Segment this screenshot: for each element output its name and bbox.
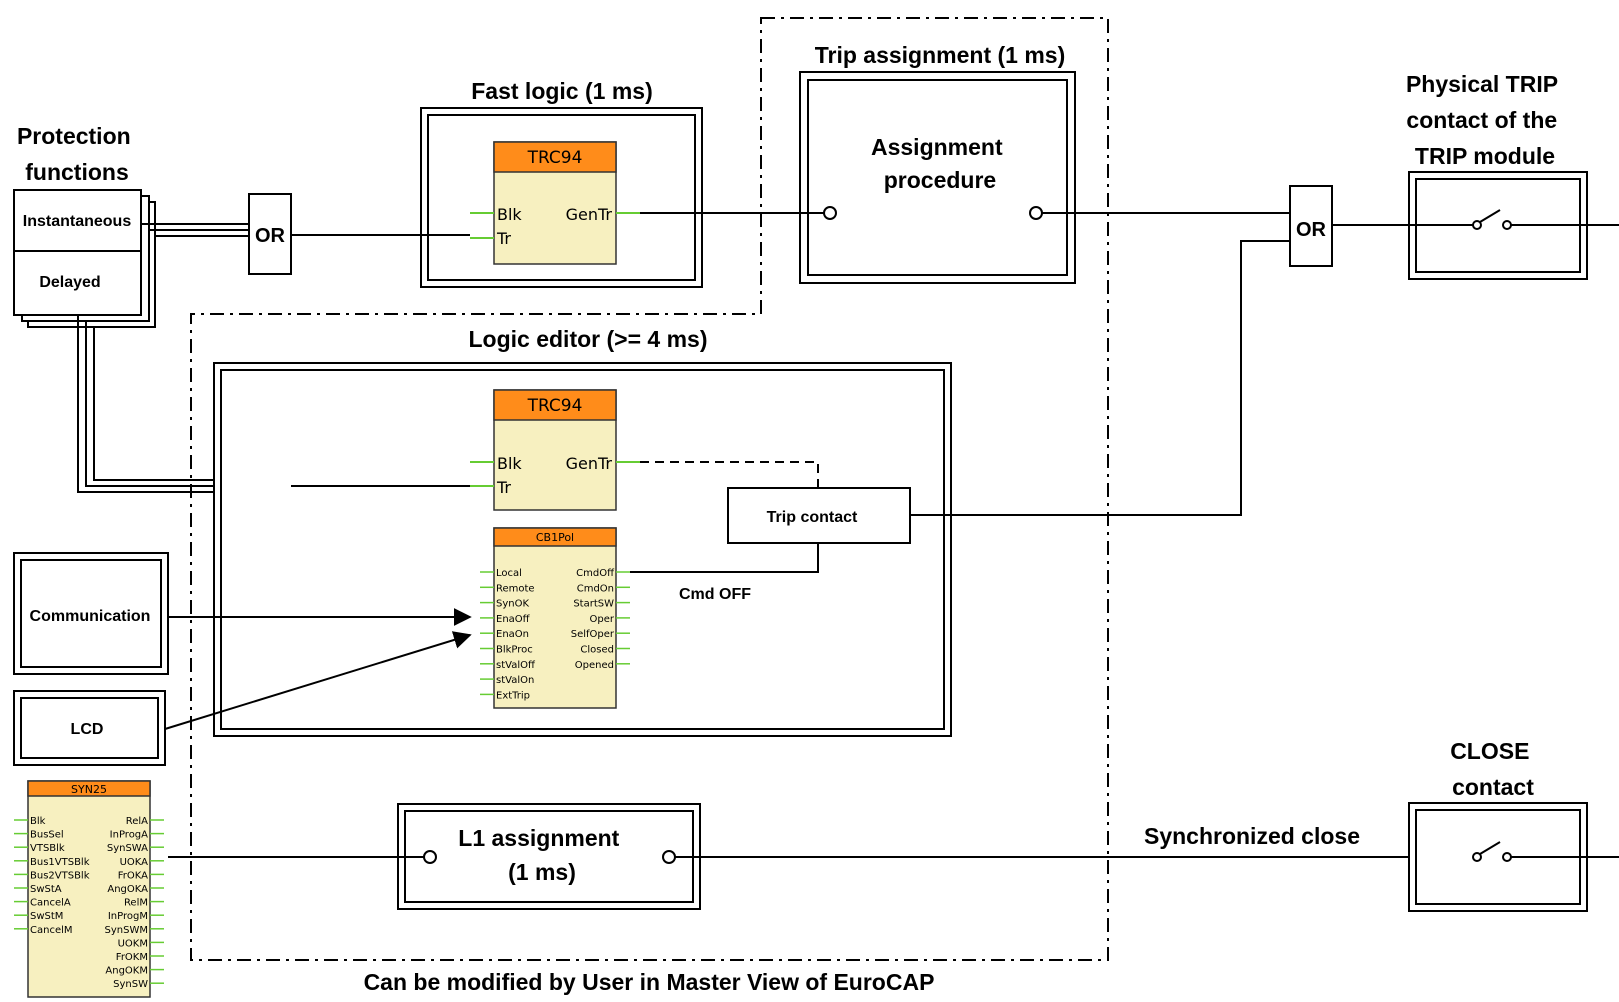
wire-trip-contact-to-or (910, 240, 1290, 516)
syn25-input-bussel: BusSel (30, 830, 64, 841)
cb1pol-title: CB1Pol (536, 531, 574, 544)
syn25-input-bus1vtsblk: Bus1VTSBlk (30, 857, 90, 868)
trip-contact-label: Trip contact (767, 509, 858, 526)
trc94-fast-block (470, 141, 640, 265)
assignment-input-port (823, 206, 837, 220)
syn25-ports: BlkBusSelVTSBlkBus1VTSBlkBus2VTSBlkSwStA… (14, 816, 164, 990)
communication-label: Communication (30, 608, 151, 625)
trip-switch-icon (1332, 209, 1619, 230)
syn25-output-inprogm: InProgM (108, 911, 148, 922)
syn25-output-relm: RelM (124, 898, 148, 909)
syn25-output-synswm: SynSWM (105, 925, 148, 936)
delayed-label: Delayed (39, 274, 100, 291)
syn25-output-rela: RelA (126, 816, 148, 827)
lcd-frame (13, 690, 166, 766)
cb1pol-input-exttrip: ExtTrip (496, 690, 530, 701)
syn25-output-uokm: UOKM (118, 938, 148, 949)
cb1pol-input-enaon: EnaOn (496, 629, 529, 640)
syn25-output-frokm: FrOKM (116, 952, 148, 963)
logic-editor-title: Logic editor (>= 4 ms) (469, 326, 708, 352)
syn25-output-inproga: InProgA (110, 830, 148, 841)
cb1pol-output-opened: Opened (575, 660, 614, 671)
cb1pol-output-selfoper: SelfOper (571, 629, 615, 640)
fast-logic-title: Fast logic (1 ms) (471, 78, 652, 104)
l1-assignment-frame (397, 803, 701, 910)
wire-cmdoff-to-trip-contact (630, 543, 819, 573)
syn25-block (27, 780, 151, 998)
syn25-input-bus2vtsblk: Bus2VTSBlk (30, 870, 90, 881)
or-gate-fast (248, 193, 292, 275)
cb1pol-input-remote: Remote (496, 583, 535, 594)
trc94-logic-port-blk: Blk (497, 454, 522, 473)
wire-gentr-dashed (640, 461, 819, 488)
cb1pol-output-cmdon: CmdOn (577, 583, 614, 594)
syn25-input-swstm: SwStM (30, 911, 63, 922)
close-switch-icon (1472, 841, 1619, 862)
cb1pol-output-closed: Closed (580, 645, 614, 656)
instantaneous-label: Instantaneous (23, 213, 132, 230)
trc94-fast-port-tr: Tr (496, 229, 511, 248)
or-gate-trip-label: OR (1296, 219, 1327, 241)
l1-input-port (423, 850, 437, 864)
communication-frame (13, 552, 169, 675)
physical-trip-title: Physical TRIP contact of the TRIP module (1406, 71, 1564, 169)
or-gate-fast-label: OR (255, 225, 286, 247)
syn25-input-swsta: SwStA (30, 884, 62, 895)
l1-assignment-label: L1 assignment (1 ms) (458, 825, 625, 885)
cb1pol-input-stvalon: stValOn (496, 675, 534, 686)
trip-assignment-title: Trip assignment (1 ms) (815, 42, 1066, 68)
close-contact-title: CLOSE contact (1450, 738, 1536, 800)
syn25-output-angokm: AngOKM (105, 966, 148, 977)
syn25-title: SYN25 (71, 783, 107, 796)
synchronized-close-label: Synchronized close (1144, 823, 1360, 849)
cb1pol-output-startsw: StartSW (573, 599, 614, 610)
syn25-input-cancela: CancelA (30, 898, 71, 909)
cmd-off-label: Cmd OFF (679, 586, 751, 603)
cb1pol-block (493, 527, 617, 709)
lcd-label: LCD (71, 721, 104, 738)
protection-functions-stack (13, 189, 156, 328)
trc94-logic-block (470, 389, 640, 511)
protection-functions-title: Protection functions (17, 123, 137, 185)
trip-assignment-frame (799, 71, 1076, 284)
syn25-input-cancelm: CancelM (30, 925, 73, 936)
assignment-procedure-label: Assignment procedure (871, 134, 1009, 193)
cb1pol-input-synok: SynOK (496, 599, 529, 610)
protection-to-or2-wires (77, 315, 250, 493)
cb1pol-output-cmdoff: CmdOff (576, 568, 615, 579)
syn25-output-froka: FrOKA (118, 870, 148, 881)
trc94-fast-title: TRC94 (527, 148, 583, 168)
trc94-fast-port-gentr: GenTr (566, 205, 613, 224)
trc94-logic-title: TRC94 (527, 396, 583, 416)
cb1pol-output-oper: Oper (590, 614, 615, 625)
protection-to-or1-wires (141, 223, 250, 237)
cb1pol-input-blkproc: BlkProc (496, 645, 533, 656)
assignment-output-port (1029, 206, 1043, 220)
syn25-output-angoka: AngOKA (107, 884, 148, 895)
footer-note: Can be modified by User in Master View o… (364, 969, 935, 995)
cb1pol-input-stvaloff: stValOff (496, 660, 536, 671)
syn25-input-vtsblk: VTSBlk (30, 843, 65, 854)
syn25-output-synswa: SynSWA (107, 843, 148, 854)
trc94-logic-port-gentr: GenTr (566, 454, 613, 473)
cb1pol-input-local: Local (496, 568, 522, 579)
user-modifiable-region (190, 17, 1109, 961)
trc94-logic-port-tr: Tr (496, 478, 511, 497)
syn25-output-uoka: UOKA (120, 857, 149, 868)
syn25-output-synsw: SynSW (113, 979, 148, 990)
arrow-lcd-to-cb1pol (164, 631, 472, 730)
trc94-fast-port-blk: Blk (497, 205, 522, 224)
syn25-input-blk: Blk (30, 816, 46, 827)
cb1pol-input-enaoff: EnaOff (496, 614, 531, 625)
l1-output-port (662, 850, 676, 864)
